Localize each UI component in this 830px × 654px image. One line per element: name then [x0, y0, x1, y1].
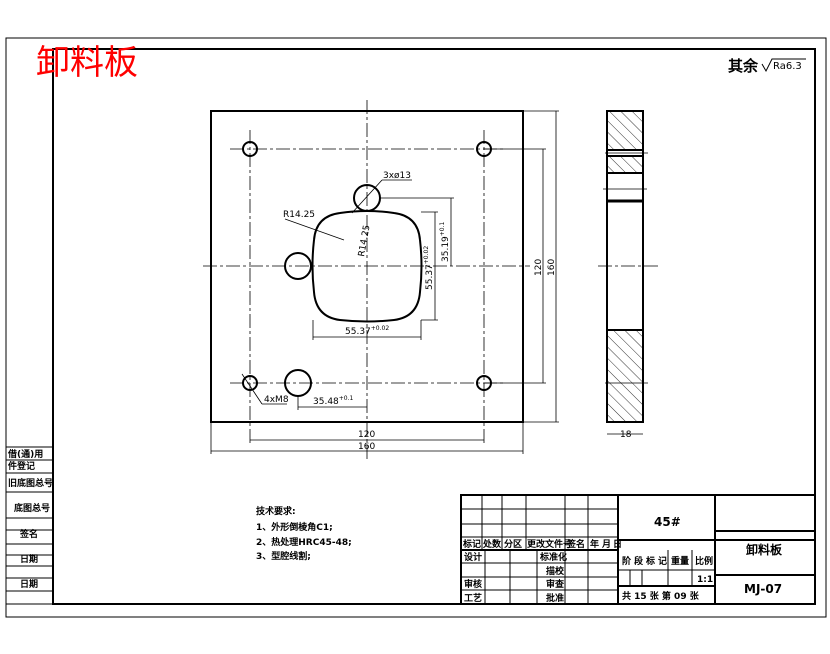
svg-text:2、热处理HRC45-48;: 2、热处理HRC45-48;: [256, 536, 352, 548]
svg-text:签名: 签名: [19, 528, 38, 540]
svg-text:批准: 批准: [546, 592, 564, 604]
svg-text:18: 18: [620, 430, 632, 440]
svg-text:35.48+0.1: 35.48+0.1: [313, 395, 354, 407]
svg-text:55.37+0.02: 55.37+0.02: [345, 325, 389, 337]
left-revision-strip: 借(通)用 件登记 旧底图总号 底图总号 签名 日期 日期: [5, 446, 54, 605]
surface-roughness-note: 其余 Ra6.3: [728, 57, 806, 75]
svg-text:35.19+0.1: 35.19+0.1: [439, 221, 451, 262]
svg-text:标准化: 标准化: [539, 551, 567, 563]
svg-text:月: 月: [601, 539, 611, 550]
m8-hole: [242, 141, 258, 157]
svg-text:审查: 审查: [546, 578, 565, 590]
svg-text:签名: 签名: [566, 538, 585, 550]
svg-text:R14.25: R14.25: [357, 224, 372, 257]
svg-text:4xM8: 4xM8: [264, 395, 289, 405]
drawing-frame: [52, 48, 816, 605]
svg-text:160: 160: [547, 259, 557, 276]
svg-text:审核: 审核: [464, 578, 482, 590]
svg-text:年: 年: [590, 538, 599, 550]
title-stamp: 卸料板: [36, 43, 138, 83]
svg-text:比例: 比例: [695, 555, 713, 567]
svg-text:借(通)用: 借(通)用: [7, 448, 43, 460]
svg-text:更改文件号: 更改文件号: [527, 538, 572, 550]
svg-text:处数: 处数: [482, 538, 502, 550]
svg-text:底图总号: 底图总号: [14, 502, 50, 514]
svg-text:分区: 分区: [504, 538, 522, 550]
svg-text:标: 标: [645, 555, 655, 567]
svg-text:1:1: 1:1: [697, 575, 713, 585]
svg-text:日期: 日期: [20, 578, 38, 590]
cavity-outline: [311, 210, 423, 323]
svg-text:日: 日: [613, 539, 622, 550]
svg-text:技术要求:: 技术要求:: [256, 505, 296, 517]
svg-text:45#: 45#: [654, 515, 681, 529]
m8-hole: [242, 375, 258, 391]
svg-text:共 15 张 第 09 张: 共 15 张 第 09 张: [622, 590, 700, 602]
d13-hole: [284, 252, 312, 280]
svg-text:3、型腔线割;: 3、型腔线割;: [256, 550, 311, 562]
svg-text:Ra6.3: Ra6.3: [773, 61, 802, 72]
svg-text:其余: 其余: [728, 57, 759, 75]
side-view: 18: [598, 110, 660, 440]
svg-text:旧底图总号: 旧底图总号: [8, 477, 53, 489]
svg-text:设计: 设计: [464, 551, 482, 563]
svg-text:段: 段: [634, 555, 644, 567]
svg-text:R14.25: R14.25: [283, 210, 315, 220]
svg-text:120: 120: [358, 430, 375, 440]
svg-text:MJ-07: MJ-07: [744, 582, 782, 596]
technical-requirements: 技术要求: 1、外形倒棱角C1; 2、热处理HRC45-48; 3、型腔线割;: [256, 505, 352, 562]
svg-text:55.37+0.02: 55.37+0.02: [423, 246, 435, 290]
svg-text:3xø13: 3xø13: [383, 171, 411, 181]
svg-text:重量: 重量: [671, 555, 689, 567]
svg-text:日期: 日期: [20, 553, 38, 565]
svg-text:卸料板: 卸料板: [746, 542, 783, 557]
svg-text:工艺: 工艺: [464, 592, 482, 604]
svg-text:记: 记: [658, 555, 667, 567]
front-view: 3xø13 R14.25 R14.25 4xM8 55.37+0.02 55.3…: [203, 100, 559, 462]
svg-text:阶: 阶: [622, 555, 632, 567]
svg-text:160: 160: [358, 442, 375, 452]
sheet-border: [5, 37, 827, 618]
svg-text:标记: 标记: [462, 538, 481, 550]
svg-text:120: 120: [534, 259, 544, 276]
svg-text:1、外形倒棱角C1;: 1、外形倒棱角C1;: [256, 521, 333, 533]
svg-text:件登记: 件登记: [8, 460, 35, 472]
svg-text:描校: 描校: [546, 565, 565, 577]
title-block: 标记 处数 分区 更改文件号 签名 年 月 日 设计 审核 工艺 标准化 描校 …: [460, 494, 816, 605]
